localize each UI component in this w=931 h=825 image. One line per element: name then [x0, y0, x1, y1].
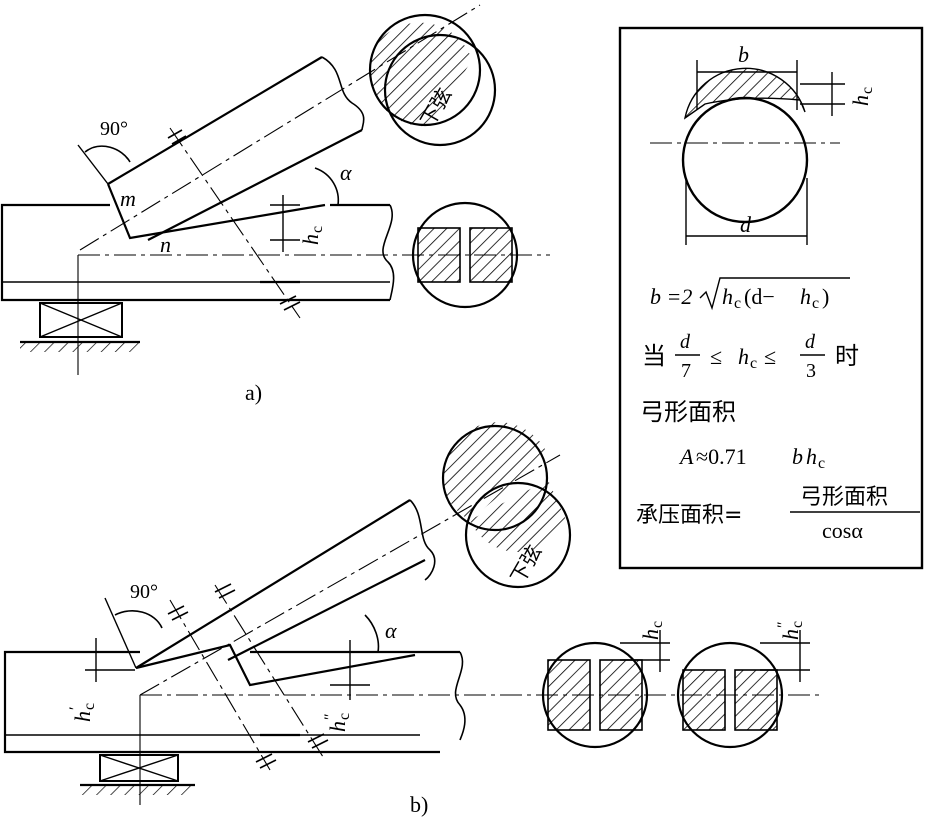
- formula-b-lhs: b =2: [650, 284, 692, 309]
- hc-prime-sub: c: [81, 703, 98, 710]
- leq-2: ≤: [764, 344, 776, 369]
- hc-dprime-h: h: [325, 721, 350, 732]
- point-m: m: [120, 186, 136, 211]
- hc-circle-sub: c: [649, 621, 666, 628]
- figure-a: [0, 4, 550, 375]
- hc-dprime-mark: ″: [322, 713, 339, 720]
- hc-a: h: [298, 234, 323, 245]
- hc-prime-mark: ′: [67, 707, 84, 711]
- figure-b: [3, 422, 820, 805]
- area-c: c: [818, 455, 825, 472]
- segment-area-label: 弓形面积: [640, 398, 736, 426]
- formula-b-h1: h: [722, 284, 733, 309]
- hc-circle-h: h: [638, 629, 663, 640]
- area-rest: ≈0.71: [696, 444, 747, 469]
- hc-circle2-sub: c: [789, 621, 806, 628]
- frac2-num: d: [805, 331, 816, 353]
- bearing-frac-den: cosα: [822, 518, 863, 543]
- formula-b-h2: h: [800, 284, 811, 309]
- area-h: h: [806, 444, 817, 469]
- area-A: A: [678, 444, 694, 469]
- bearing-frac-num: 弓形面积: [800, 485, 888, 510]
- alpha-a: α: [340, 160, 352, 185]
- figure-b-label: b): [410, 792, 428, 817]
- formula-b-c1: c: [734, 295, 741, 312]
- box-hc-h: h: [848, 95, 873, 106]
- formula-box: [618, 26, 924, 570]
- hc-prime-h: h: [70, 711, 95, 722]
- formula-b-mid: (d−: [744, 284, 775, 309]
- frac1-den: 7: [681, 360, 691, 382]
- box-hc-sub: c: [859, 87, 876, 94]
- alpha-b: α: [385, 618, 397, 643]
- hc-a-sub: c: [309, 226, 326, 233]
- when-label: 当: [642, 342, 666, 370]
- box-d-label: d: [740, 212, 752, 237]
- time-label: 时: [835, 342, 859, 370]
- formula-b-close: ): [822, 284, 829, 309]
- hc-dprime-sub: c: [336, 713, 353, 720]
- figure-a-label: a): [245, 380, 262, 405]
- box-b-label: b: [738, 42, 749, 67]
- area-b: b: [792, 444, 803, 469]
- leq-1: ≤: [710, 344, 722, 369]
- bearing-area-label: 承压面积=: [636, 503, 742, 528]
- mid-h: h: [738, 344, 749, 369]
- mid-c: c: [750, 355, 757, 372]
- hc-circle2-mark: ″: [775, 621, 792, 628]
- angle-90-a: 90°: [100, 118, 128, 140]
- frac1-num: d: [680, 331, 691, 353]
- angle-90-b: 90°: [130, 581, 158, 603]
- point-n: n: [160, 232, 171, 257]
- frac2-den: 3: [806, 360, 816, 382]
- hc-circle2-h: h: [778, 629, 803, 640]
- formula-b-c2: c: [812, 295, 819, 312]
